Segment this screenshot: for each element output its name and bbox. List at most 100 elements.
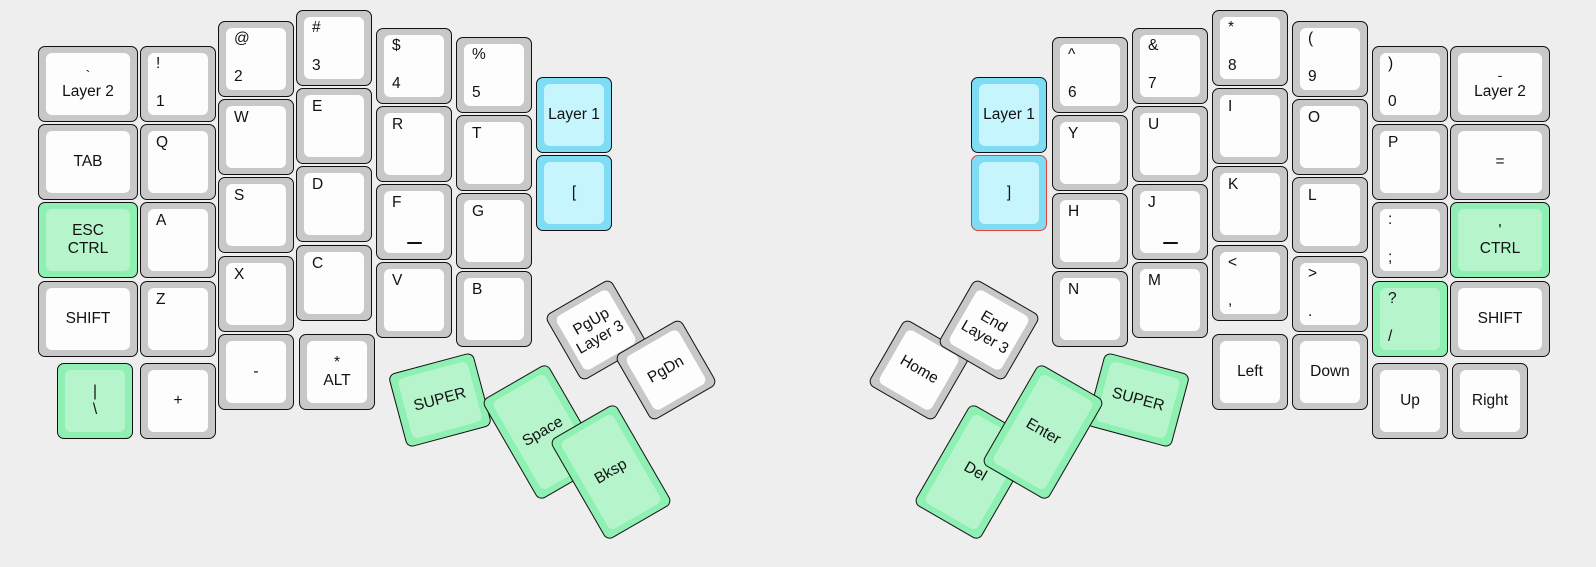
key-legend-main: 0 [1388, 93, 1397, 111]
key-l-w[interactable]: W [218, 99, 294, 175]
key-l-1[interactable]: !1 [140, 46, 216, 122]
key-l-s[interactable]: S [218, 177, 294, 253]
key-legend-top: @ [234, 30, 250, 47]
key-legend-top: - [1497, 66, 1503, 83]
keycap-face: A [148, 209, 208, 271]
key-r-layer1[interactable]: Layer 1 [971, 77, 1047, 153]
key-r-7[interactable]: &7 [1132, 28, 1208, 104]
keycap-face: >. [1300, 263, 1360, 325]
keycap-face: :; [1380, 209, 1440, 271]
key-l-layer1[interactable]: Layer 1 [536, 77, 612, 153]
keycap-face: F [384, 191, 444, 253]
key-r-i[interactable]: I [1212, 88, 1288, 164]
key-r-shift[interactable]: SHIFT [1450, 281, 1550, 357]
key-l-t[interactable]: T [456, 115, 532, 191]
key-legend-main: F [392, 194, 402, 211]
key-l-minus[interactable]: - [218, 334, 294, 410]
key-legend-main: J [1148, 194, 1156, 211]
homing-bar-icon [1163, 241, 1178, 244]
key-l-alt[interactable]: *ALT [299, 334, 375, 410]
key-r-minus-layer2[interactable]: -Layer 2 [1450, 46, 1550, 122]
key-legend-top: & [1148, 37, 1159, 54]
key-legend-top: ! [156, 55, 161, 72]
key-r-j[interactable]: J [1132, 184, 1208, 260]
key-l-g[interactable]: G [456, 193, 532, 269]
key-r-semicolon[interactable]: :; [1372, 202, 1448, 278]
key-r-y[interactable]: Y [1052, 115, 1128, 191]
key-l-2[interactable]: @2 [218, 21, 294, 97]
key-legend-top: > [1308, 265, 1318, 282]
key-l-e[interactable]: E [296, 88, 372, 164]
key-l-plus[interactable]: + [140, 363, 216, 439]
key-legend-main: PgDn [644, 352, 687, 387]
keycap-face: #3 [304, 17, 364, 79]
keycap-face: ] [979, 162, 1039, 224]
key-r-up[interactable]: Up [1372, 363, 1448, 439]
key-l-z[interactable]: Z [140, 281, 216, 357]
key-legend-main: Home [897, 351, 942, 387]
key-r-comma[interactable]: <, [1212, 245, 1288, 321]
key-legend-top: ) [1388, 55, 1394, 72]
keycap-face: E [304, 95, 364, 157]
key-l-q[interactable]: Q [140, 124, 216, 200]
key-r-9[interactable]: (9 [1292, 21, 1368, 97]
key-r-o[interactable]: O [1292, 99, 1368, 175]
key-l-pipe-backslash[interactable]: |\ [57, 363, 133, 439]
key-r-equals[interactable]: = [1450, 124, 1550, 200]
key-r-quote-ctrl[interactable]: 'CTRL [1450, 202, 1550, 278]
key-r-period[interactable]: >. [1292, 256, 1368, 332]
keycap-face: W [226, 106, 286, 168]
key-l-4[interactable]: $4 [376, 28, 452, 104]
key-l-super[interactable]: SUPER [387, 351, 493, 449]
keycap-face: U [1140, 113, 1200, 175]
keycap-face: N [1060, 278, 1120, 340]
key-l-shift[interactable]: SHIFT [38, 281, 138, 357]
key-l-lbracket[interactable]: [ [536, 155, 612, 231]
key-legend-main: C [312, 255, 324, 272]
key-r-left[interactable]: Left [1212, 334, 1288, 410]
key-legend-main: H [1068, 203, 1080, 220]
key-r-k[interactable]: K [1212, 166, 1288, 242]
key-l-grave-layer2[interactable]: `Layer 2 [38, 46, 138, 122]
key-legend-main: ] [1006, 183, 1012, 201]
key-l-c[interactable]: C [296, 245, 372, 321]
key-legend-main: Right [1471, 391, 1509, 409]
key-r-down[interactable]: Down [1292, 334, 1368, 410]
key-l-v[interactable]: V [376, 262, 452, 338]
keycap-face: SUPER [1095, 360, 1181, 440]
key-legend-main: Enter [1023, 414, 1064, 448]
keycap-face: - [226, 341, 286, 403]
key-r-6[interactable]: ^6 [1052, 37, 1128, 113]
key-l-a[interactable]: A [140, 202, 216, 278]
key-r-right[interactable]: Right [1452, 363, 1528, 439]
key-l-3[interactable]: #3 [296, 10, 372, 86]
key-r-p[interactable]: P [1372, 124, 1448, 200]
key-r-rbracket[interactable]: ] [971, 155, 1047, 231]
key-l-b[interactable]: B [456, 271, 532, 347]
key-l-5[interactable]: %5 [456, 37, 532, 113]
key-legend-main: W [234, 109, 249, 126]
key-r-h[interactable]: H [1052, 193, 1128, 269]
key-r-slash[interactable]: ?/ [1372, 281, 1448, 357]
keycap-face: M [1140, 269, 1200, 331]
key-r-u[interactable]: U [1132, 106, 1208, 182]
key-r-0[interactable]: )0 [1372, 46, 1448, 122]
key-legend-main: ALT [323, 371, 351, 389]
keycap-face: Q [148, 131, 208, 193]
key-legend-top: * [1228, 19, 1235, 36]
key-r-m[interactable]: M [1132, 262, 1208, 338]
key-r-8[interactable]: *8 [1212, 10, 1288, 86]
key-l-d[interactable]: D [296, 166, 372, 242]
keycap-face: I [1220, 95, 1280, 157]
key-l-f[interactable]: F [376, 184, 452, 260]
key-l-x[interactable]: X [218, 256, 294, 332]
key-r-n[interactable]: N [1052, 271, 1128, 347]
key-l-tab[interactable]: TAB [38, 124, 138, 200]
keycap-face: O [1300, 106, 1360, 168]
key-l-r[interactable]: R [376, 106, 452, 182]
key-legend-main: O [1308, 109, 1321, 126]
keycap-face: P [1380, 131, 1440, 193]
key-r-l[interactable]: L [1292, 177, 1368, 253]
keycap-face: ^6 [1060, 44, 1120, 106]
